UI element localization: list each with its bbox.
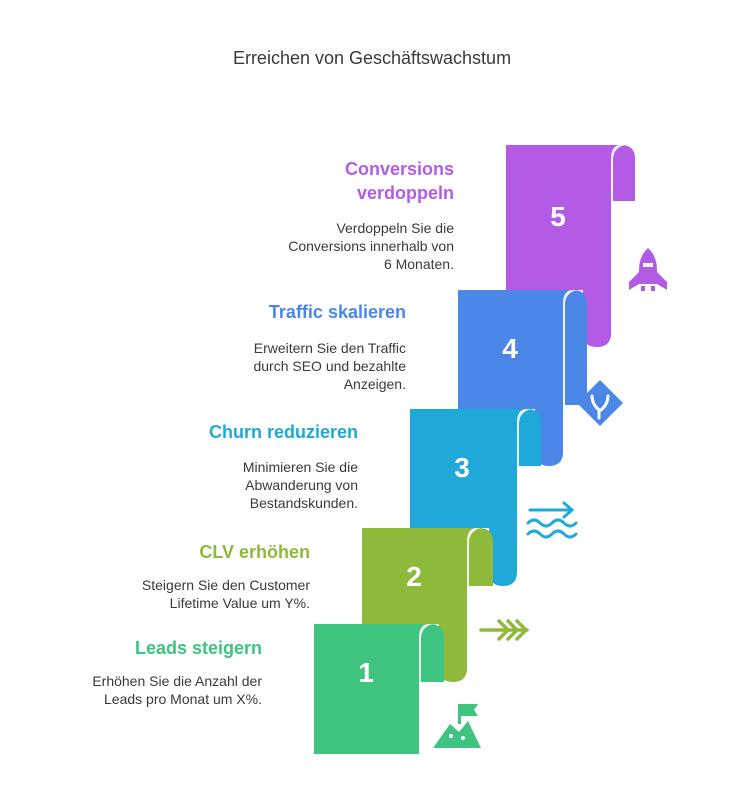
step-2-scroll: 2 <box>362 528 493 682</box>
step-4-description: Erweitern Sie den Traffic durch SEO und … <box>253 339 406 393</box>
step-1-desc-line: Erhöhen Sie die Anzahl der <box>92 673 262 689</box>
step-3-number: 3 <box>454 452 470 483</box>
step-1-title: Leads steigern <box>135 636 262 660</box>
road-sign-diverge-icon <box>577 380 623 426</box>
step-1-scroll: 1 <box>314 624 444 754</box>
step-4-desc-line: Erweitern Sie den Traffic <box>253 340 406 356</box>
step-5-scroll: 5 <box>506 145 635 347</box>
step-5-title-line: Conversions <box>344 159 454 179</box>
step-2-title: CLV erhöhen <box>199 540 310 564</box>
step-2-desc-line: Steigern Sie den Customer <box>141 577 310 593</box>
step-5-number: 5 <box>550 201 566 232</box>
step-4-desc-line: durch SEO und bezahlte <box>253 358 406 374</box>
step-5-desc-line: Conversions innerhalb von <box>288 238 454 254</box>
step-5-description: Verdoppeln Sie die Conversions innerhalb… <box>288 219 454 273</box>
mountain-flag-icon <box>433 704 481 748</box>
step-3-description: Minimieren Sie die Abwanderung von Besta… <box>243 458 358 512</box>
step-5-desc-line: Verdoppeln Sie die <box>336 220 454 236</box>
water-flow-arrow-icon <box>526 501 578 539</box>
step-3-title: Churn reduzieren <box>209 420 358 444</box>
step-2-desc-line: Lifetime Value um Y%. <box>169 595 310 611</box>
step-2-description: Steigern Sie den Customer Lifetime Value… <box>142 576 310 612</box>
step-3-scroll: 3 <box>410 409 541 586</box>
step-1-desc-line: Leads pro Monat um X%. <box>104 691 262 707</box>
step-5-desc-line: 6 Monaten. <box>383 256 454 272</box>
diagram-title: Erreichen von Geschäftswachstum <box>232 48 512 68</box>
step-3-desc-line: Bestandskunden. <box>249 495 358 511</box>
step-4-number: 4 <box>502 333 518 364</box>
step-2-title-line: CLV erhöhen <box>199 542 310 562</box>
step-5-title: Conversions verdoppeln <box>345 157 454 205</box>
step-4-title-line: Traffic skalieren <box>268 302 406 322</box>
step-5-title-line: verdoppeln <box>356 183 454 203</box>
step-1-title-line: Leads steigern <box>134 638 262 658</box>
arrow-fletching-icon <box>479 619 529 641</box>
step-4-scroll: 4 <box>458 290 587 466</box>
step-2-number: 2 <box>406 561 422 592</box>
step-1-number: 1 <box>358 657 374 688</box>
step-3-title-line: Churn reduzieren <box>208 422 358 442</box>
step-3-desc-line: Abwanderung von <box>245 477 358 493</box>
rocket-icon <box>629 248 667 291</box>
step-3-desc-line: Minimieren Sie die <box>242 459 358 475</box>
step-1-description: Erhöhen Sie die Anzahl der Leads pro Mon… <box>92 672 262 708</box>
step-4-title: Traffic skalieren <box>269 300 406 324</box>
step-4-desc-line: Anzeigen. <box>343 376 406 392</box>
